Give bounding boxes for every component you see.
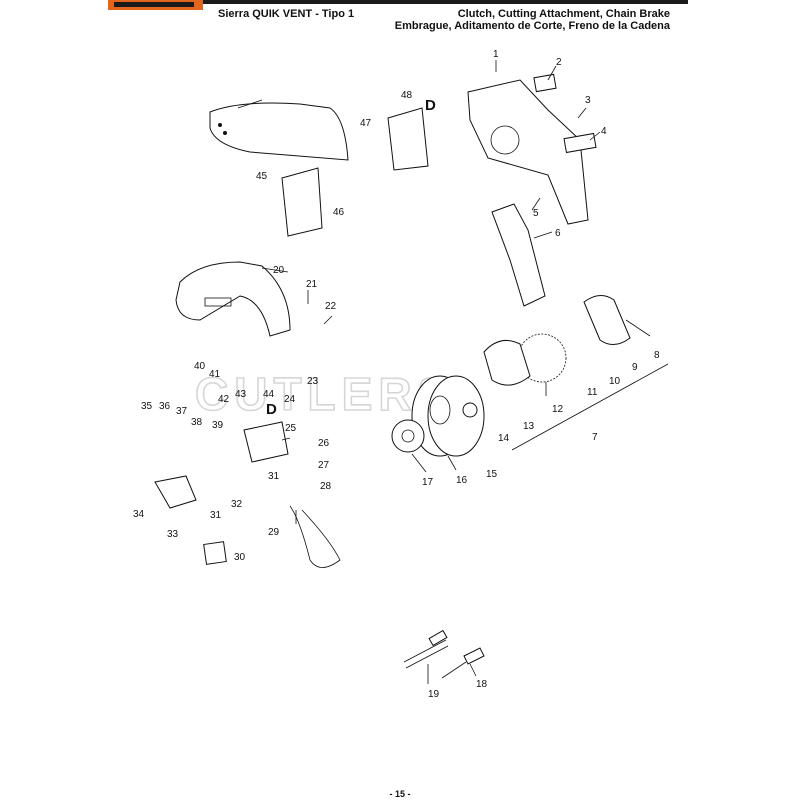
callout-10: 10 [609, 376, 621, 387]
callout-40: 40 [194, 361, 206, 372]
callout-41: 41 [209, 369, 221, 380]
callout-labels: 1 2 3 4 5 6 7 8 9 10 11 12 13 14 15 16 1… [133, 49, 660, 700]
callout-43: 43 [235, 389, 247, 400]
decal-2-part [533, 73, 557, 93]
cable-29-part [289, 505, 341, 568]
side-plate-part [491, 203, 546, 307]
callout-8: 8 [654, 350, 660, 361]
callout-leaders [261, 60, 669, 684]
sprocket-part [391, 419, 425, 453]
callout-36: 36 [159, 401, 171, 412]
reference-mark-d-lower: D [266, 401, 277, 418]
callout-25: 25 [285, 423, 297, 434]
callout-46: 46 [333, 207, 345, 218]
callout-22: 22 [325, 301, 337, 312]
clutch-plate-8-part [583, 295, 631, 345]
brake-lever-33-part [154, 475, 197, 509]
clutch-shoes-part [483, 339, 531, 386]
model-title: Sierra QUIK VENT - Tipo 1 [218, 8, 355, 20]
callout-35: 35 [141, 401, 153, 412]
callout-1: 1 [493, 49, 499, 60]
callout-44: 44 [263, 389, 275, 400]
callout-32: 32 [231, 499, 243, 510]
decal-30-part [203, 541, 227, 565]
watermark: CUTLERS [195, 368, 454, 420]
callout-11: 11 [587, 387, 598, 398]
callout-9: 9 [632, 362, 638, 373]
callout-15: 15 [486, 469, 498, 480]
callout-33: 33 [167, 529, 179, 540]
page-number: - 15 - [389, 789, 411, 799]
callout-31-upper: 31 [268, 471, 280, 482]
callout-6: 6 [555, 228, 561, 239]
callout-20: 20 [273, 265, 285, 276]
callout-17: 17 [422, 477, 434, 488]
clutch-cover-part [467, 79, 589, 225]
callout-3: 3 [585, 95, 591, 106]
callout-4: 4 [601, 126, 607, 137]
reference-mark-d-upper: D [425, 97, 436, 114]
section-title-es: Embrague, Aditamento de Corte, Freno de … [394, 20, 670, 32]
decal-4-part [563, 132, 597, 154]
callout-28: 28 [320, 481, 332, 492]
section-title: Clutch, Cutting Attachment, Chain Brake … [395, 8, 670, 32]
callout-47: 47 [360, 118, 372, 129]
callout-2: 2 [556, 57, 562, 68]
callout-45: 45 [256, 171, 268, 182]
small-plate-48 [387, 107, 429, 171]
section-title-en: Clutch, Cutting Attachment, Chain Brake [457, 8, 670, 20]
header-rule [108, 0, 688, 4]
callout-34: 34 [133, 509, 145, 520]
callout-27: 27 [318, 460, 330, 471]
callout-39: 39 [212, 420, 224, 431]
callout-23: 23 [307, 376, 319, 387]
clutch-drum-part [411, 375, 485, 457]
callout-14: 14 [498, 433, 510, 444]
callout-31-lower: 31 [210, 510, 222, 521]
callout-24: 24 [284, 394, 296, 405]
callout-19: 19 [428, 689, 440, 700]
callout-5: 5 [533, 208, 539, 219]
washer-part [462, 402, 478, 418]
plate-25-part [243, 421, 289, 463]
callout-13: 13 [523, 421, 535, 432]
callout-26: 26 [318, 438, 330, 449]
screwdriver-18-part [441, 647, 485, 679]
callout-38: 38 [191, 417, 203, 428]
callout-18: 18 [476, 679, 488, 690]
small-plate-45 [281, 167, 323, 237]
callout-7: 7 [592, 432, 598, 443]
hand-guard-part [175, 261, 291, 337]
wrench-19-part [403, 629, 449, 669]
callout-16: 16 [456, 475, 468, 486]
brand-logo [108, 0, 203, 10]
callout-37: 37 [176, 406, 188, 417]
callout-21: 21 [306, 279, 318, 290]
callout-30: 30 [234, 552, 246, 563]
callout-12: 12 [552, 404, 564, 415]
bar-guide-part [209, 99, 349, 161]
callout-42: 42 [218, 394, 230, 405]
callout-48: 48 [401, 90, 413, 101]
callout-29: 29 [268, 527, 280, 538]
